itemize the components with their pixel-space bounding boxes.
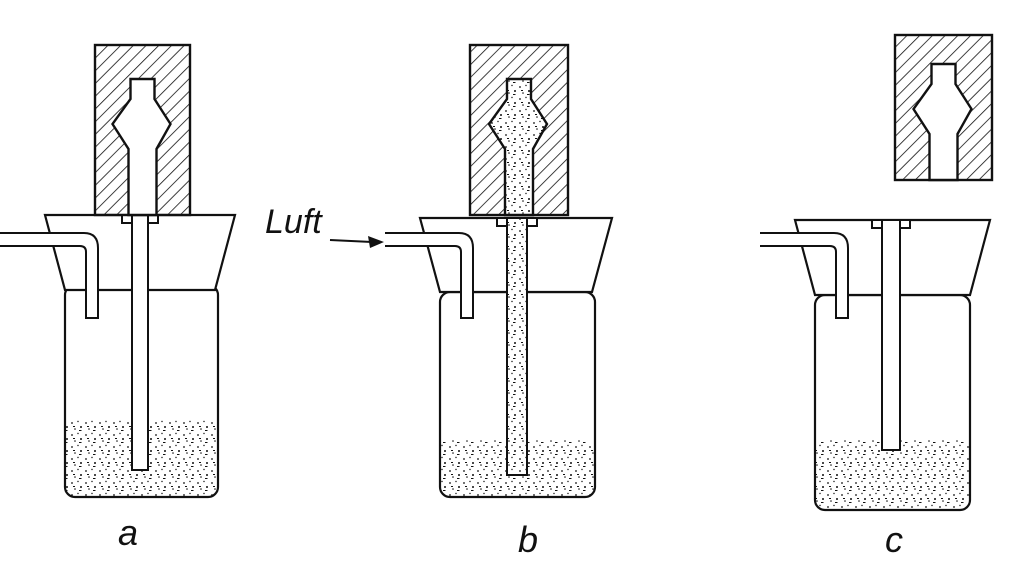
mold: [893, 33, 994, 182]
panel-label-c: c: [885, 519, 903, 560]
air-arrow: [329, 236, 384, 248]
mold: [93, 43, 192, 217]
apparatus-b: [385, 43, 614, 499]
air-inlet-pipe: [760, 232, 849, 319]
air-inlet-pipe: [385, 232, 474, 319]
panel-label-a: a: [118, 512, 138, 553]
mold-cavity: [111, 77, 172, 217]
mold: [468, 43, 570, 217]
apparatus-c: [760, 33, 994, 512]
apparatus-a: [0, 43, 237, 499]
mold-cavity: [912, 62, 973, 182]
mold-cavity: [487, 77, 549, 217]
riser-tube: [871, 219, 911, 451]
panel-label-b: b: [518, 519, 538, 560]
air-label: Luft: [265, 203, 323, 241]
powder: [815, 440, 970, 510]
riser-tube: [496, 217, 538, 476]
air-inlet-pipe: [0, 232, 99, 319]
